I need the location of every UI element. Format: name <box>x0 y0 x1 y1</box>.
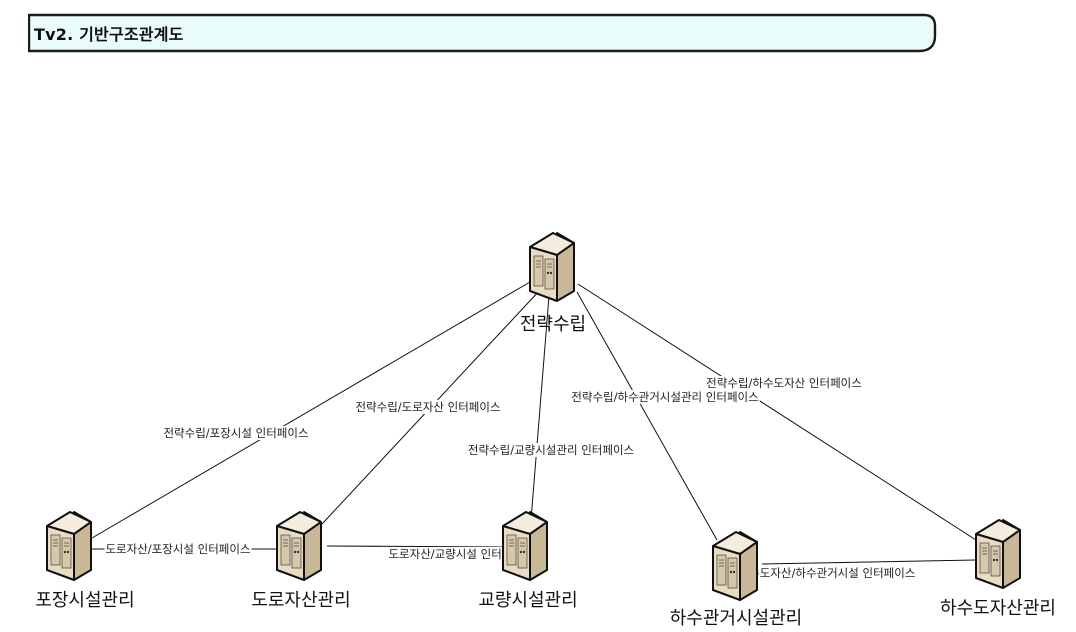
node-label-road: 도로자산관리 <box>251 590 350 611</box>
node-label-strategy: 전략수립 <box>520 314 586 335</box>
server-icon[interactable] <box>975 519 1021 589</box>
node-label-sewerasset: 하수도자산관리 <box>940 598 1056 619</box>
edge-label-strategy-pavement: 전략수립/포장시설 인터페이스 <box>163 426 308 440</box>
node-road[interactable]: 도로자산관리 <box>251 511 351 611</box>
edge-label-background <box>705 376 863 390</box>
edge-label-road-pavement: 도로자산/포장시설 인터페이스 <box>105 542 250 556</box>
edge-sewerasset-sewerpipe <box>761 559 977 565</box>
node-pavement[interactable]: 포장시설관리 <box>35 511 135 611</box>
edge-label-background <box>387 547 535 561</box>
title-bar: Tv2. 기반구조관계도 <box>28 12 937 53</box>
edge-strategy-sewerpipe <box>576 291 718 541</box>
node-label-sewerpipe: 하수관거시설관리 <box>670 608 802 629</box>
node-label-bridge: 교량시설관리 <box>478 590 577 611</box>
server-icon[interactable] <box>46 511 92 581</box>
edge-label-sewerasset-sewerpipe: 하수도자산/하수관거시설 인터페이스 <box>739 566 916 580</box>
edge-strategy-sewerasset <box>577 283 977 541</box>
edge-label-strategy-sewerasset: 전략수립/하수도자산 인터페이스 <box>706 376 862 390</box>
edge-label-strategy-sewerpipe: 전략수립/하수관거시설관리 인터페이스 <box>571 390 758 404</box>
node-strategy[interactable]: 전략수립 <box>520 232 586 335</box>
edge-label-background <box>104 542 252 556</box>
server-icon[interactable] <box>276 511 322 581</box>
edge-label-background <box>466 443 636 457</box>
edge-label-road-bridge: 도로자산/교량시설 인터페이스 <box>388 547 533 561</box>
server-icon[interactable] <box>529 232 575 302</box>
title-frame <box>28 13 937 53</box>
edge-label-strategy-road: 전략수립/도로자산 인터페이스 <box>355 400 500 414</box>
edge-label-background <box>570 390 760 404</box>
edge-strategy-pavement <box>91 281 531 539</box>
node-sewerasset[interactable]: 하수도자산관리 <box>940 519 1056 619</box>
node-sewerpipe[interactable]: 하수관거시설관리 <box>670 531 802 629</box>
server-icon[interactable] <box>712 531 758 601</box>
edge-label-strategy-bridge: 전략수립/교량시설관리 인터페이스 <box>468 443 634 457</box>
node-bridge[interactable]: 교량시설관리 <box>478 511 578 611</box>
page-title: Tv2. 기반구조관계도 <box>34 25 184 44</box>
edge-strategy-bridge <box>530 295 550 521</box>
server-icon[interactable] <box>502 511 548 581</box>
edge-label-background <box>354 400 502 414</box>
edge-label-background <box>162 426 310 440</box>
edge-label-background <box>737 566 917 580</box>
node-label-pavement: 포장시설관리 <box>35 590 134 611</box>
edge-road-bridge <box>326 545 504 548</box>
